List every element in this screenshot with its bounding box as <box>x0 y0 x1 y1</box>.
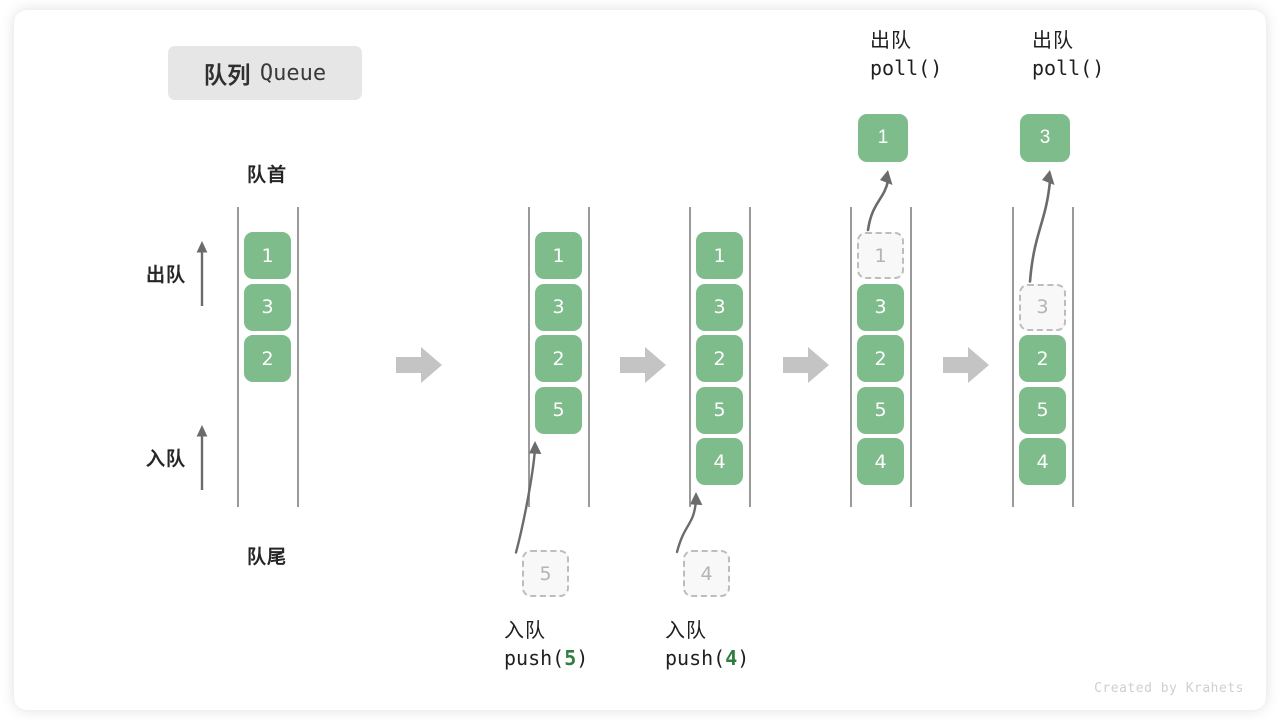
channel-rail-left <box>850 207 852 507</box>
channel-rail-left <box>1012 207 1014 507</box>
queue-item: 2 <box>857 335 904 382</box>
poll-flow-arrow <box>866 170 893 232</box>
queue-item: 1 <box>244 232 291 279</box>
operation-caption-cn: 出队 <box>870 30 912 52</box>
title-label-en: Queue <box>259 60 327 86</box>
operation-caption: 出队 poll() <box>1032 28 1104 82</box>
push-flow-arrow <box>514 440 542 554</box>
queue-item: 2 <box>244 335 291 382</box>
channel-rail-left <box>237 207 239 507</box>
queue-item: 5 <box>857 386 904 434</box>
queue-item: 3 <box>244 283 291 331</box>
transition-arrow-icon <box>783 347 829 383</box>
poll-flow-arrow <box>1028 170 1055 283</box>
queue-channel-push-5 <box>528 207 590 507</box>
queue-item: 2 <box>535 335 582 382</box>
operation-argument: 5 <box>564 646 577 670</box>
ghost-box: 1 <box>857 232 904 279</box>
queue-item: 5 <box>535 386 582 434</box>
popped-value-box: 1 <box>858 114 908 162</box>
queue-item: 3 <box>696 283 743 331</box>
operation-caption-fn: push(5) <box>504 646 589 670</box>
queue-channel-poll-1 <box>850 207 912 507</box>
queue-item: 1 <box>696 232 743 279</box>
ghost-box: 3 <box>1019 283 1066 331</box>
push-flow-arrow <box>675 492 703 554</box>
channel-rail-right <box>910 207 912 507</box>
up-arrow-icon <box>196 241 208 306</box>
queue-item: 2 <box>1019 335 1066 382</box>
queue-head-label: 队首 <box>246 165 287 186</box>
popped-value-box: 3 <box>1020 114 1070 162</box>
channel-rail-right <box>297 207 299 507</box>
enqueue-direction-label: 入队 <box>146 424 209 490</box>
queue-item: 5 <box>1019 386 1066 434</box>
operation-caption-cn: 入队 <box>504 620 546 642</box>
up-arrow-icon <box>196 425 208 490</box>
staged-ghost-box: 4 <box>683 550 730 597</box>
enqueue-label-text: 入队 <box>146 448 187 470</box>
queue-item: 3 <box>535 283 582 331</box>
transition-arrow-icon <box>396 347 442 383</box>
operation-caption: 出队 poll() <box>870 28 942 82</box>
queue-item: 4 <box>696 438 743 485</box>
queue-item: 4 <box>1019 438 1066 485</box>
queue-item: 1 <box>535 232 582 279</box>
dequeue-label-text: 出队 <box>146 264 187 286</box>
queue-tail-label: 队尾 <box>246 547 287 568</box>
staged-ghost-box: 5 <box>522 550 569 597</box>
channel-rail-right <box>588 207 590 507</box>
dequeue-direction-label: 出队 <box>146 240 209 306</box>
operation-caption-cn: 出队 <box>1032 30 1074 52</box>
operation-caption-cn: 入队 <box>665 620 707 642</box>
transition-arrow-icon <box>943 347 989 383</box>
operation-argument: 4 <box>725 646 738 670</box>
channel-rail-left <box>689 207 691 507</box>
watermark: Created by Krahets <box>1094 681 1244 696</box>
queue-item: 4 <box>857 438 904 485</box>
operation-caption: 入队 push(5) <box>504 618 588 672</box>
channel-rail-left <box>528 207 530 507</box>
queue-channel-poll-3 <box>1012 207 1074 507</box>
title-label-cn: 队列 <box>203 62 251 88</box>
queue-item: 2 <box>696 335 743 382</box>
operation-caption-fn: poll() <box>870 56 943 80</box>
transition-arrow-icon <box>620 347 666 383</box>
channel-rail-right <box>749 207 751 507</box>
queue-item: 5 <box>696 386 743 434</box>
title-badge: 队列 Queue <box>168 46 362 100</box>
queue-channel-push-4 <box>689 207 751 507</box>
channel-rail-right <box>1072 207 1074 507</box>
operation-caption-fn: poll() <box>1032 56 1105 80</box>
operation-caption-fn: push(4) <box>665 646 750 670</box>
queue-item: 3 <box>857 283 904 331</box>
queue-channel-initial <box>237 207 299 507</box>
operation-caption: 入队 push(4) <box>665 618 749 672</box>
